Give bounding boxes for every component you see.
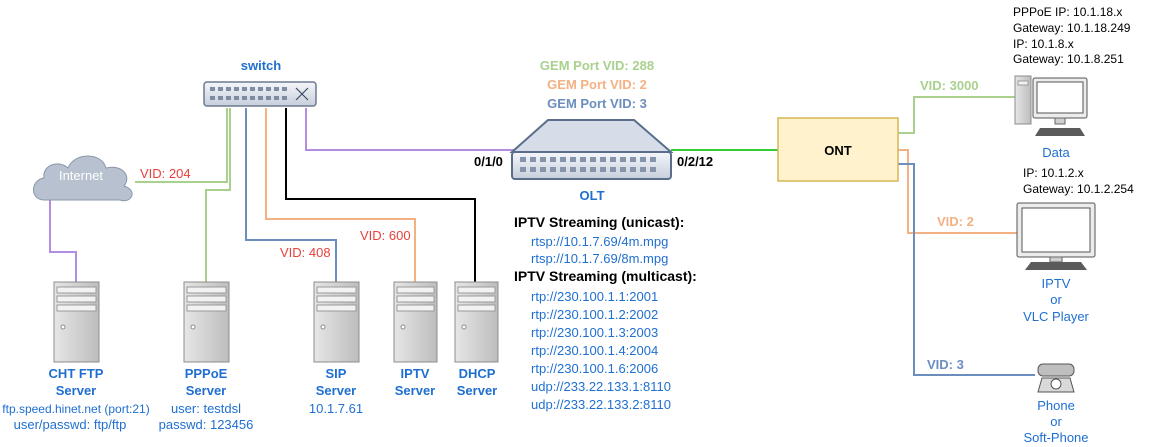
ont-device[interactable] xyxy=(777,117,899,182)
link-internet-ftp xyxy=(49,200,77,282)
pppoe-name2: Server xyxy=(186,383,226,398)
link-switch-iptv xyxy=(265,108,416,282)
olt-label: OLT xyxy=(579,188,604,203)
server-cht-ftp[interactable] xyxy=(53,281,100,363)
cht-ftp-name2: Server xyxy=(56,383,96,398)
multicast-title: IPTV Streaming (multicast): xyxy=(514,268,697,284)
internet-label: Internet xyxy=(59,168,103,183)
unicast-url: rtsp://10.1.7.69/4m.mpg xyxy=(531,234,668,249)
olt-port-right: 0/2/12 xyxy=(677,154,713,169)
cht-ftp-name: CHT FTP xyxy=(49,366,104,381)
server-sip[interactable] xyxy=(313,281,360,363)
olt-device[interactable] xyxy=(509,119,674,180)
iptv-client-or: or xyxy=(1050,292,1062,307)
sip-name2: Server xyxy=(316,383,356,398)
data-client-info: Gateway: 10.1.8.251 xyxy=(1013,52,1124,66)
server-dhcp[interactable] xyxy=(454,281,499,363)
multicast-url: rtp://230.100.1.6:2006 xyxy=(531,361,658,376)
unicast-title: IPTV Streaming (unicast): xyxy=(514,214,684,230)
pppoe-user: user: testdsl xyxy=(171,401,241,416)
multicast-url: udp://233.22.133.1:8110 xyxy=(531,379,671,394)
telephone-icon[interactable] xyxy=(1037,363,1075,393)
switch-arrows-icon xyxy=(295,87,309,101)
multicast-url: rtp://230.100.1.1:2001 xyxy=(531,289,658,304)
cht-ftp-host: ftp.speed.hinet.net (port:21) xyxy=(2,402,149,416)
ont-label: ONT xyxy=(824,143,852,158)
server-iptv[interactable] xyxy=(393,281,438,363)
switch-device[interactable] xyxy=(203,81,317,107)
data-client-info: IP: 10.1.8.x xyxy=(1013,37,1074,51)
link-ont-phone xyxy=(898,163,1035,376)
gem-port-3: GEM Port VID: 3 xyxy=(547,96,647,111)
link-switch-sip xyxy=(245,108,337,282)
iptv-client-vlc: VLC Player xyxy=(1023,309,1089,324)
vid-phone: VID: 3 xyxy=(927,357,964,372)
link-switch-internet xyxy=(135,108,228,183)
vid-iptv-server: VID: 600 xyxy=(360,228,411,243)
data-client-info: Gateway: 10.1.18.249 xyxy=(1013,21,1131,35)
connections xyxy=(49,96,1035,376)
link-switch-dhcp xyxy=(285,108,476,282)
monitor-icon[interactable] xyxy=(1016,202,1096,270)
iptv-server-name: IPTV xyxy=(401,366,430,381)
cht-ftp-credentials: user/passwd: ftp/ftp xyxy=(14,417,127,432)
dhcp-name2: Server xyxy=(457,383,497,398)
iptv-client-label: IPTV xyxy=(1042,276,1071,291)
phone-or: or xyxy=(1050,414,1062,429)
multicast-url: rtp://230.100.1.4:2004 xyxy=(531,343,658,358)
gem-port-288: GEM Port VID: 288 xyxy=(540,58,654,73)
phone-softphone: Soft-Phone xyxy=(1023,430,1088,445)
sip-ip: 10.1.7.61 xyxy=(309,401,363,416)
gem-port-2: GEM Port VID: 2 xyxy=(547,77,647,92)
pppoe-name: PPPoE xyxy=(185,366,228,381)
iptv-server-name2: Server xyxy=(395,383,435,398)
olt-port-left: 0/1/0 xyxy=(474,154,503,169)
pppoe-password: passwd: 123456 xyxy=(159,417,254,432)
server-pppoe[interactable] xyxy=(183,281,230,363)
multicast-url: rtp://230.100.1.2:2002 xyxy=(531,307,658,322)
vid-sip: VID: 408 xyxy=(280,245,331,260)
link-switch-pppoe xyxy=(205,108,231,282)
sip-name: SIP xyxy=(326,366,347,381)
phone-label: Phone xyxy=(1037,398,1075,413)
iptv-client-info: IP: 10.1.2.x xyxy=(1023,166,1084,180)
data-client-label: Data xyxy=(1042,145,1070,160)
vid-iptv-client: VID: 2 xyxy=(937,214,974,229)
switch-ports xyxy=(210,87,287,100)
multicast-url: udp://233.22.133.2:8110 xyxy=(531,397,671,412)
unicast-url: rtsp://10.1.7.69/8m.mpg xyxy=(531,251,668,266)
dhcp-name: DHCP xyxy=(459,366,496,381)
internet-cloud-icon[interactable] xyxy=(33,155,133,202)
link-ont-iptv xyxy=(898,149,1017,234)
link-ont-data xyxy=(898,96,1015,134)
data-client-info: PPPoE IP: 10.1.18.x xyxy=(1013,5,1122,19)
olt-ports xyxy=(520,157,656,172)
link-switch-olt xyxy=(305,108,515,151)
multicast-url: rtp://230.100.1.3:2003 xyxy=(531,325,658,340)
switch-label: switch xyxy=(241,58,282,73)
desktop-computer-icon[interactable] xyxy=(1014,75,1088,136)
iptv-client-info: Gateway: 10.1.2.254 xyxy=(1023,182,1134,196)
vid-internet: VID: 204 xyxy=(140,166,191,181)
vid-data: VID: 3000 xyxy=(920,78,979,93)
